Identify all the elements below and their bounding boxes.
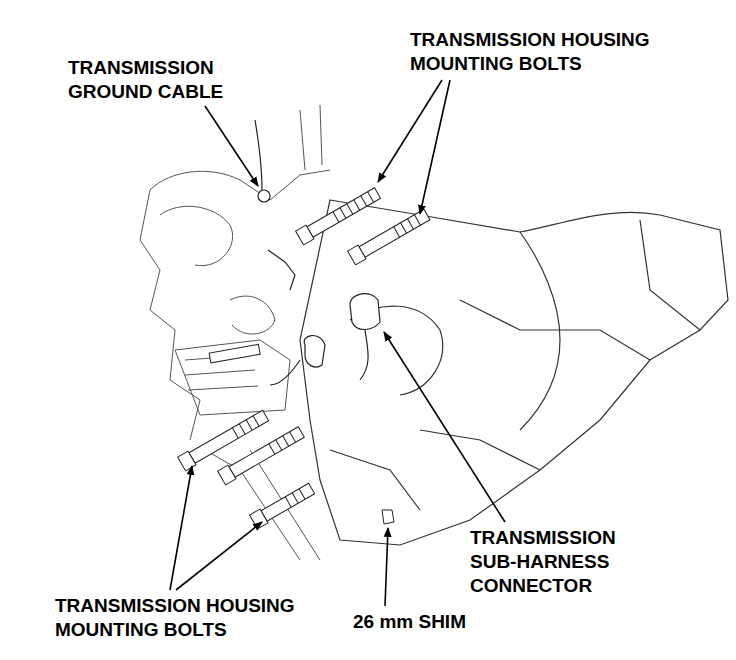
part-label: TRANSMISSION SUB-HARNESS CONNECTOR (468, 526, 662, 598)
shim (382, 510, 394, 524)
mounting-bolts (178, 186, 431, 529)
transmission-housing (300, 200, 728, 545)
part-label: TRANSMISSION HOUSING MOUNTING BOLTS (408, 28, 687, 76)
leader-lines (170, 80, 505, 606)
part-label: TRANSMISSION GROUND CABLE (66, 56, 255, 104)
ground-cable (255, 120, 295, 290)
dimension-label: 26 mm SHIM (351, 610, 468, 634)
part-label: TRANSMISSION HOUSING MOUNTING BOLTS (53, 594, 332, 642)
sub-harness-connector (270, 294, 380, 385)
